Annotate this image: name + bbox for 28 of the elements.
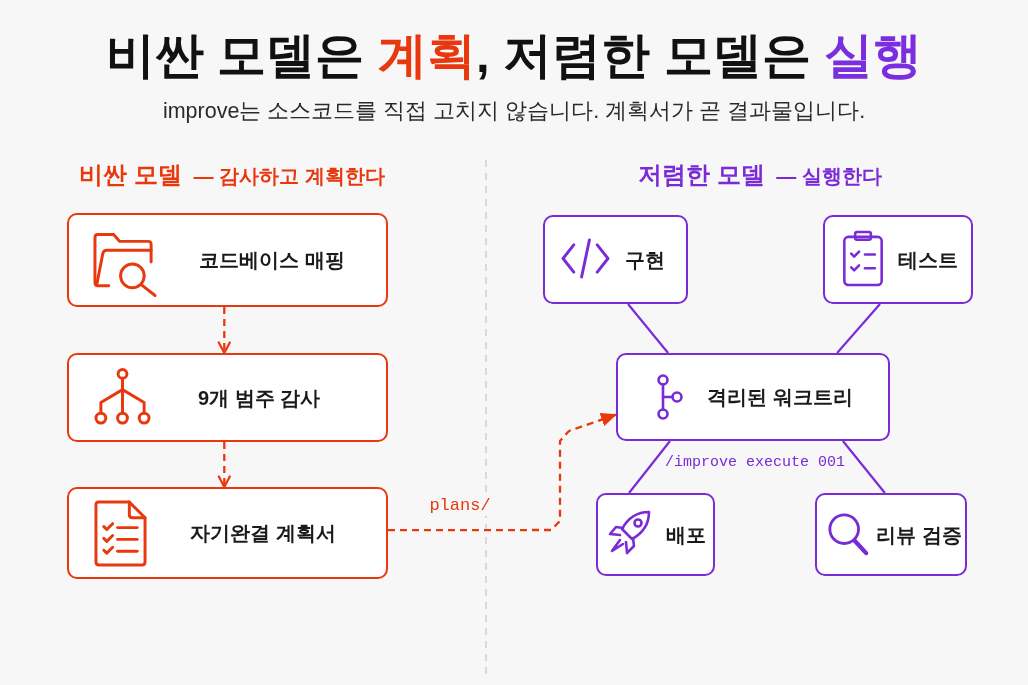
- step-label: 배포: [666, 523, 706, 546]
- process-box: [67, 487, 388, 579]
- process-box: [596, 493, 715, 576]
- step-label: 격리된 워크트리: [707, 385, 853, 409]
- process-box: [616, 353, 890, 441]
- section-heading: 저렴한 모델 — 실행한다: [638, 160, 882, 190]
- process-box: [823, 215, 973, 304]
- step-label: 자기완결 계획서: [190, 521, 336, 545]
- process-box: [815, 493, 967, 576]
- connector-line: [628, 440, 671, 494]
- connector-line: [836, 303, 881, 354]
- section-heading: 비싼 모델 — 감사하고 계획한다: [79, 160, 385, 190]
- command-label: /improve execute 001: [665, 454, 845, 472]
- step-label: 리뷰 검증: [876, 523, 962, 546]
- connector-line: [627, 303, 669, 354]
- step-label: 테스트: [898, 248, 958, 271]
- subtitle: improve는 소스코드를 직접 고치지 않습니다. 계획서가 곧 결과물입니다.: [162, 99, 866, 125]
- arrow: [217, 307, 231, 355]
- step-label: 구현: [625, 248, 665, 271]
- step-label: 코드베이스 매핑: [199, 248, 345, 272]
- title: 비싼 모델은 계획, 저렴한 모델은 실행: [105, 26, 923, 84]
- step-label: 9개 범주 감사: [197, 386, 321, 409]
- arrow: [217, 442, 231, 489]
- process-box: [543, 215, 688, 304]
- process-box: [67, 213, 388, 307]
- arrow: [388, 412, 617, 532]
- process-box: [67, 353, 388, 442]
- connector-line: [842, 440, 886, 494]
